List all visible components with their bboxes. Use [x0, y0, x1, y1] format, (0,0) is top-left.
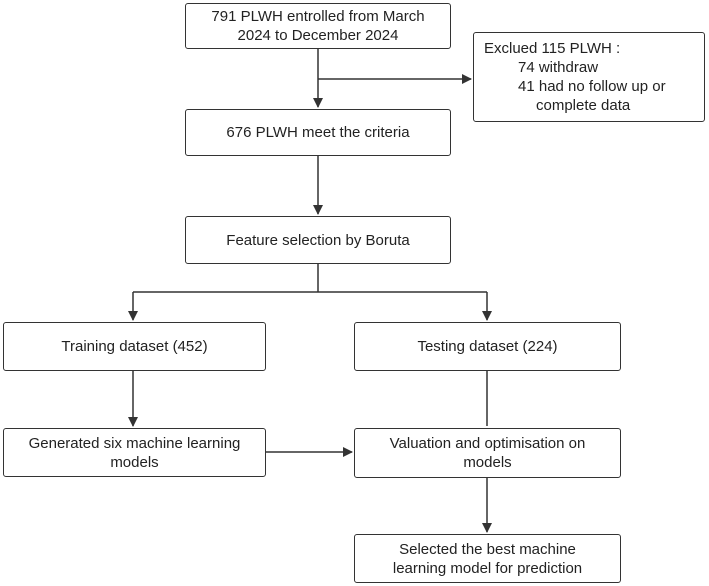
enrolled-line2: 2024 to December 2024 — [237, 27, 399, 44]
valuation-line1: Valuation and optimisation on — [389, 435, 586, 452]
testing-dataset-box: Testing dataset (224) — [354, 322, 621, 371]
generated-line2: models — [110, 453, 159, 471]
exclusion-no-followup: 41 had no follow up or — [518, 78, 666, 95]
testing-text: Testing dataset (224) — [417, 338, 558, 355]
feature-selection-box: Feature selection by Boruta — [185, 216, 451, 264]
exclusion-box: Exclued 115 PLWH : 74 withdraw 41 had no… — [473, 32, 705, 122]
selected-line1: Selected the best machine — [399, 540, 576, 558]
exclusion-title: Exclued 115 PLWH : — [484, 40, 621, 57]
criteria-text: 676 PLWH meet the criteria — [226, 124, 410, 141]
generated-models-box: Generated six machine learning models — [3, 428, 266, 477]
valuation-line2: models — [463, 454, 512, 471]
selected-line2: learning model for prediction — [392, 559, 583, 577]
criteria-box: 676 PLWH meet the criteria — [185, 109, 451, 156]
feature-text: Feature selection by Boruta — [226, 231, 410, 249]
enrolled-box: 791 PLWH entrolled from March 2024 to De… — [185, 3, 451, 49]
exclusion-withdraw: 74 withdraw — [518, 59, 599, 76]
generated-line1: Generated six machine learning — [28, 434, 241, 452]
selected-model-box: Selected the best machine learning model… — [354, 534, 621, 583]
training-text: Training dataset (452) — [61, 338, 208, 355]
enrolled-line1: 791 PLWH entrolled from March — [211, 8, 425, 25]
exclusion-incomplete: complete data — [536, 97, 631, 114]
training-dataset-box: Training dataset (452) — [3, 322, 266, 371]
valuation-box: Valuation and optimisation on models — [354, 428, 621, 478]
